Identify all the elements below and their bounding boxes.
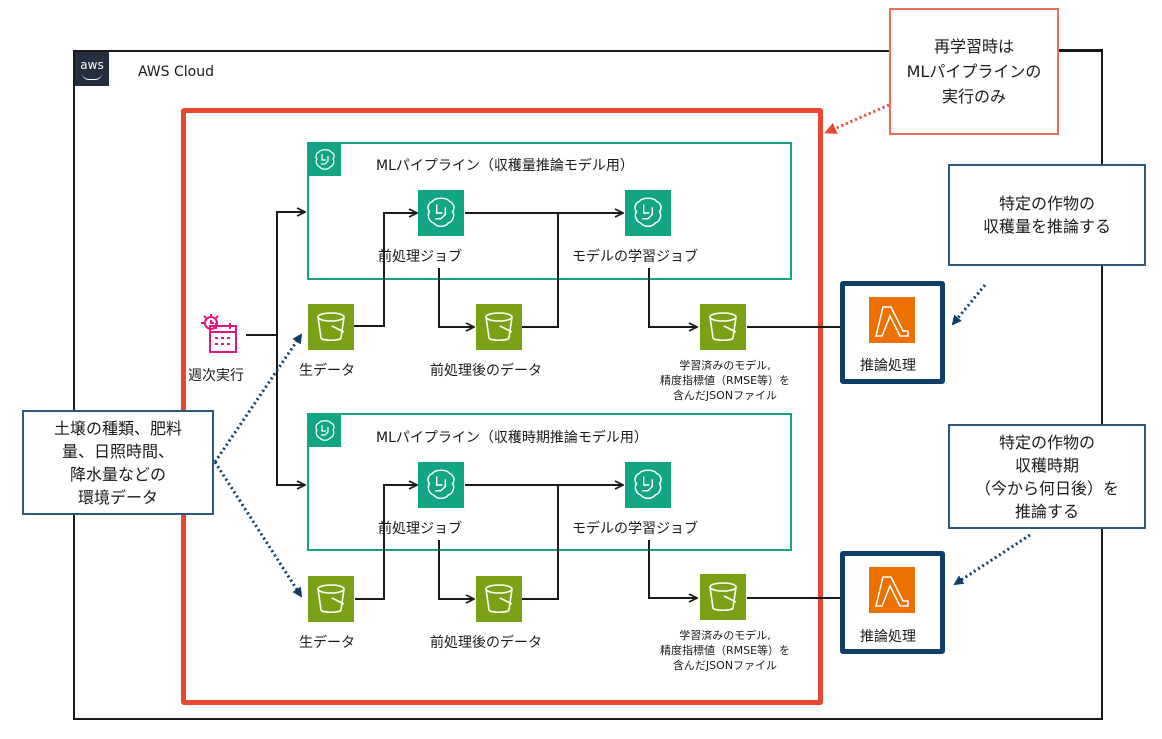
inference-label: 推論処理	[860, 358, 916, 374]
s3-bucket-icon	[700, 304, 746, 350]
s3-bucket-icon	[476, 304, 522, 350]
training-job-icon	[625, 462, 671, 508]
preprocess-job-label: 前処理ジョブ	[378, 249, 462, 265]
training-job-label: モデルの学習ジョブ	[572, 521, 698, 537]
retrain-scope-frame	[181, 108, 823, 705]
processed-data-label: 前処理後のデータ	[430, 363, 542, 379]
sagemaker-pipeline-icon	[309, 415, 341, 447]
s3-bucket-icon	[476, 576, 522, 622]
s3-bucket-icon	[308, 576, 354, 622]
lambda-icon	[869, 567, 915, 613]
calendar-clock-icon	[198, 312, 242, 356]
pipeline-title: MLパイプライン（収穫量推論モデル用）	[376, 158, 634, 174]
s3-bucket-icon	[308, 304, 354, 350]
pipeline-title: MLパイプライン（収穫時期推論モデル用）	[376, 430, 648, 446]
s3-bucket-icon	[700, 574, 746, 620]
aws-cloud-title: AWS Cloud	[138, 64, 214, 80]
raw-data-label: 生データ	[299, 635, 355, 651]
environment-data-note: 土壌の種類、肥料 量、日照時間、 降水量などの 環境データ	[22, 410, 214, 515]
retrain-note: 再学習時は MLパイプラインの 実行のみ	[889, 8, 1059, 135]
training-job-icon	[625, 190, 671, 236]
yield-inference-note: 特定の作物の 収穫量を推論する	[948, 164, 1146, 266]
model-output-label: 学習済みのモデル, 精度指標値（RMSE等）を 含んだJSONファイル	[659, 629, 791, 672]
raw-data-label: 生データ	[299, 363, 355, 379]
inference-label: 推論処理	[860, 629, 916, 645]
lambda-icon	[869, 297, 915, 343]
scheduler-label: 週次実行	[188, 368, 244, 384]
aws-logo-icon: aws	[75, 52, 109, 86]
harvest-time-inference-note: 特定の作物の 収穫時期 （今から何日後）を 推論する	[948, 424, 1146, 529]
preprocess-job-icon	[418, 190, 464, 236]
model-output-label: 学習済みのモデル, 精度指標値（RMSE等）を 含んだJSONファイル	[659, 359, 791, 402]
preprocess-job-label: 前処理ジョブ	[378, 521, 462, 537]
preprocess-job-icon	[418, 462, 464, 508]
sagemaker-pipeline-icon	[309, 144, 341, 176]
processed-data-label: 前処理後のデータ	[430, 635, 542, 651]
aws-cloud-group	[73, 50, 1103, 720]
training-job-label: モデルの学習ジョブ	[572, 249, 698, 265]
